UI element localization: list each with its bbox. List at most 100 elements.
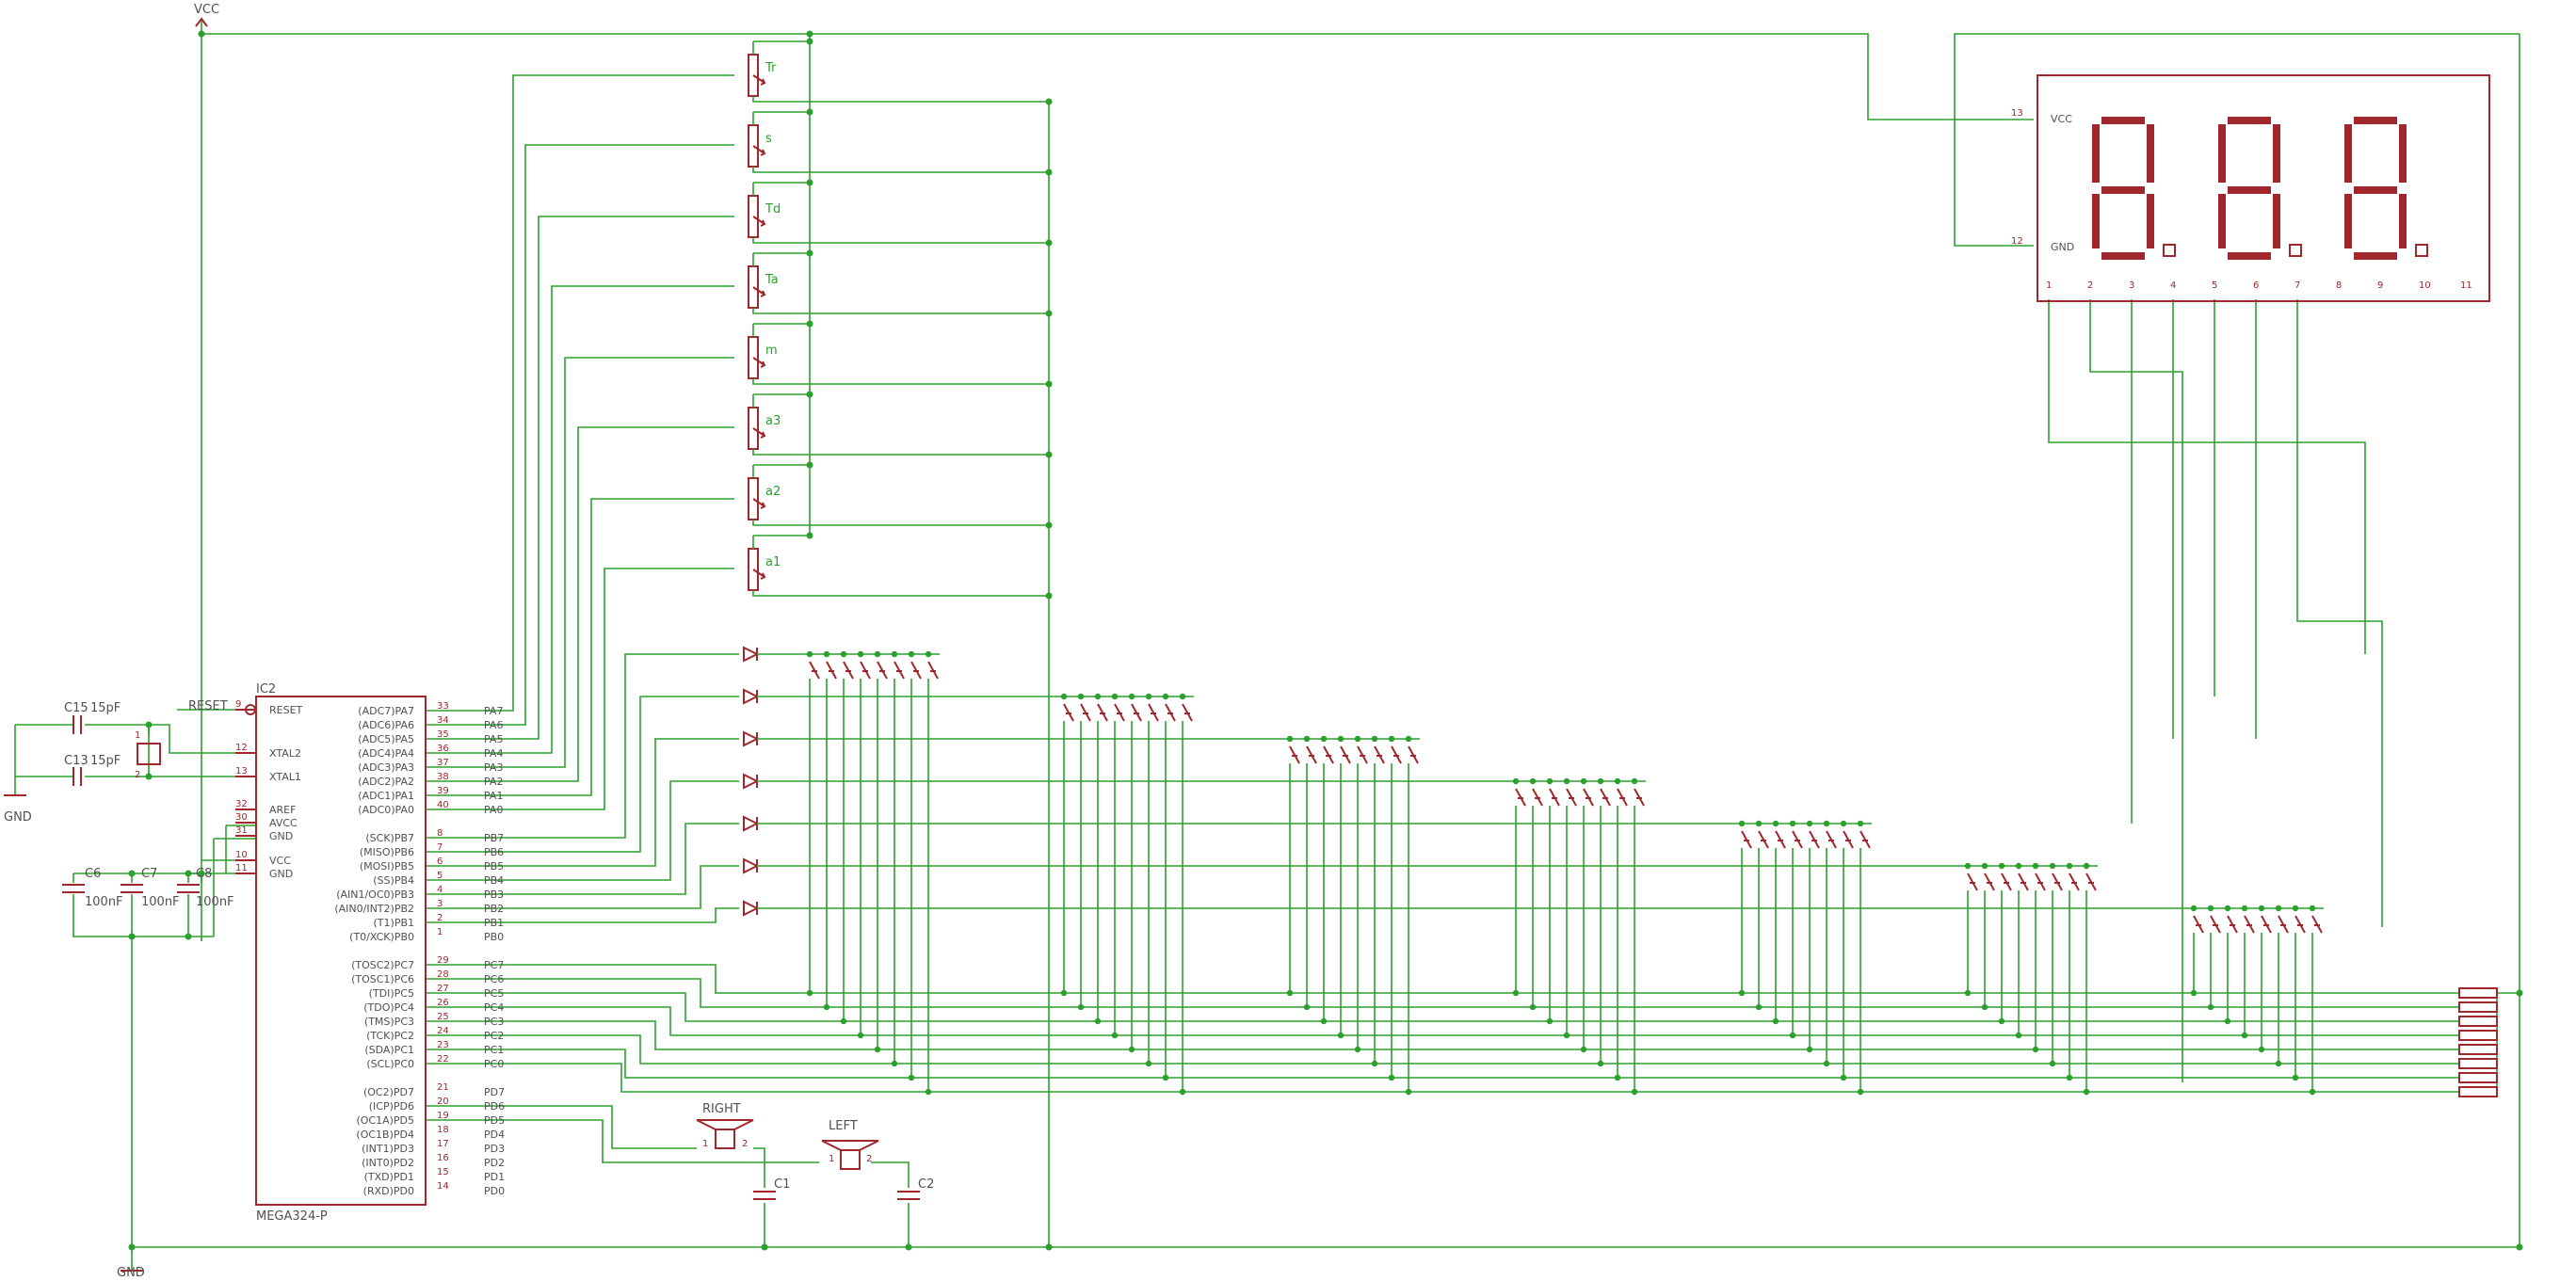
resistor [2458, 1044, 2498, 1055]
mcu-name: IC2 [256, 682, 276, 697]
mcu-net-label: PD2 [484, 1157, 505, 1169]
svg-text:C8: C8 [196, 867, 212, 881]
mcu-pin-number: 27 [437, 984, 449, 994]
mcu-part: MEGA324-P [256, 1209, 328, 1224]
diode-icon [743, 730, 760, 747]
mcu-pin-number: 14 [437, 1181, 449, 1192]
display-pin-number: 9 [2377, 280, 2383, 291]
mcu-pin-number: 16 [437, 1153, 449, 1163]
cap-c8: C8 100nF [177, 867, 234, 909]
mcu-pin-number: 5 [437, 871, 443, 881]
key-switch [1077, 693, 1091, 1011]
key-switch [1371, 735, 1385, 1067]
mcu-pin-number: 33 [437, 701, 449, 712]
key-switch [1631, 777, 1645, 1096]
display-pin-number: 8 [2336, 280, 2342, 291]
speaker-icon [821, 1140, 879, 1151]
cap-c1: C1 [753, 1177, 790, 1200]
mcu-pin-number: 38 [437, 772, 449, 782]
diode-icon [743, 688, 760, 705]
svg-text:1: 1 [829, 1154, 834, 1164]
diode-icon [743, 773, 760, 790]
mcu-pin-function: (ADC3)PA3 [358, 761, 414, 774]
pot-label: a3 [765, 414, 781, 428]
key-switch [2309, 905, 2323, 1096]
mcu-pin-number: 17 [437, 1139, 449, 1149]
key-switch [2258, 905, 2272, 1053]
display-vcc-pin: 13 [2011, 108, 2023, 119]
mcu-net-label: PC5 [484, 987, 504, 1000]
mcu-pin-number: 8 [437, 828, 443, 839]
mcu-pin-function: (ADC0)PA0 [358, 804, 414, 816]
cap-c7: C7 100nF [121, 867, 180, 909]
mcu-pin-function: (TOSC2)PC7 [351, 959, 414, 971]
mcu-net-label: PA4 [484, 747, 503, 760]
key-switch [840, 650, 854, 1025]
wiper-arrow-icon [752, 286, 766, 297]
mcu-net-label: PC2 [484, 1030, 504, 1042]
speaker-icon [696, 1119, 754, 1130]
mcu-pin-number: 20 [437, 1097, 449, 1107]
mcu-pin-number: 12 [235, 743, 248, 753]
display-pin-number: 1 [2046, 280, 2052, 291]
junction [905, 1243, 912, 1251]
svg-text:1: 1 [702, 1139, 708, 1149]
diode-icon [743, 815, 760, 832]
key-switch [2275, 905, 2289, 1067]
junction [1045, 1243, 1053, 1251]
pot-m: m [748, 320, 1053, 388]
mcu-net-label: PA2 [484, 776, 503, 788]
pot-a3: a3 [748, 391, 1053, 458]
pot-label: a1 [765, 555, 781, 569]
diode-icon [743, 646, 760, 663]
display-pin-number: 4 [2170, 280, 2176, 291]
junction [128, 1243, 136, 1251]
mcu-net-label: PD3 [484, 1143, 505, 1155]
cap-c15: C15 15pF [64, 701, 121, 734]
mcu-pin-function: (RXD)PD0 [363, 1185, 414, 1197]
svg-text:100nF: 100nF [196, 895, 234, 909]
key-switch [1286, 735, 1300, 997]
mcu-net-label: PB4 [484, 874, 504, 887]
generated-geometry [128, 30, 2523, 1251]
pot-a2: a2 [748, 461, 1053, 529]
resistor [2458, 1001, 2498, 1013]
key-switch [1772, 820, 1786, 1025]
vcc-label: VCC [194, 3, 219, 17]
mcu-net-label: PB0 [484, 931, 504, 943]
pot-label: m [765, 344, 778, 358]
mcu-pin-function: (AIN0/INT2)PB2 [334, 903, 414, 915]
mcu-pin-function: (MOSI)PB5 [360, 860, 414, 873]
resistor [2458, 1072, 2498, 1083]
wiper-arrow-icon [752, 74, 766, 86]
mcu-pin-function: (TOSC1)PC6 [351, 973, 414, 985]
mcu-pin-number: 2 [437, 913, 443, 923]
junction [761, 1243, 768, 1251]
key-switch [1840, 820, 1854, 1081]
mcu-net-label: PA7 [484, 705, 503, 717]
svg-text:C7: C7 [141, 867, 157, 881]
key-switch [1179, 693, 1193, 1096]
mcu-pin-function: (SS)PB4 [373, 874, 414, 887]
key-switch [1597, 777, 1611, 1067]
svg-text:LEFT: LEFT [829, 1119, 858, 1133]
mcu-pin-label: AVCC [269, 817, 298, 829]
display-gnd-pin: 12 [2011, 236, 2023, 247]
mcu-pin-function: (SDA)PC1 [364, 1044, 414, 1056]
svg-text:2: 2 [742, 1139, 748, 1149]
mcu-net-label: PA3 [484, 761, 503, 774]
junction [198, 30, 205, 38]
mcu-pin-label: GND [269, 868, 293, 880]
display-pin-number: 5 [2212, 280, 2217, 291]
key-switch [1354, 735, 1368, 1053]
svg-text:C1: C1 [774, 1177, 790, 1192]
gnd-label-left: GND [4, 810, 32, 825]
resistor [2458, 987, 2498, 999]
pot-label: Tr [765, 61, 777, 75]
pot-label: a2 [765, 485, 781, 499]
mcu-pin-function: (SCL)PC0 [366, 1058, 414, 1070]
mcu-pin-label: RESET [269, 704, 303, 716]
mcu-pin-number: 6 [437, 857, 443, 867]
